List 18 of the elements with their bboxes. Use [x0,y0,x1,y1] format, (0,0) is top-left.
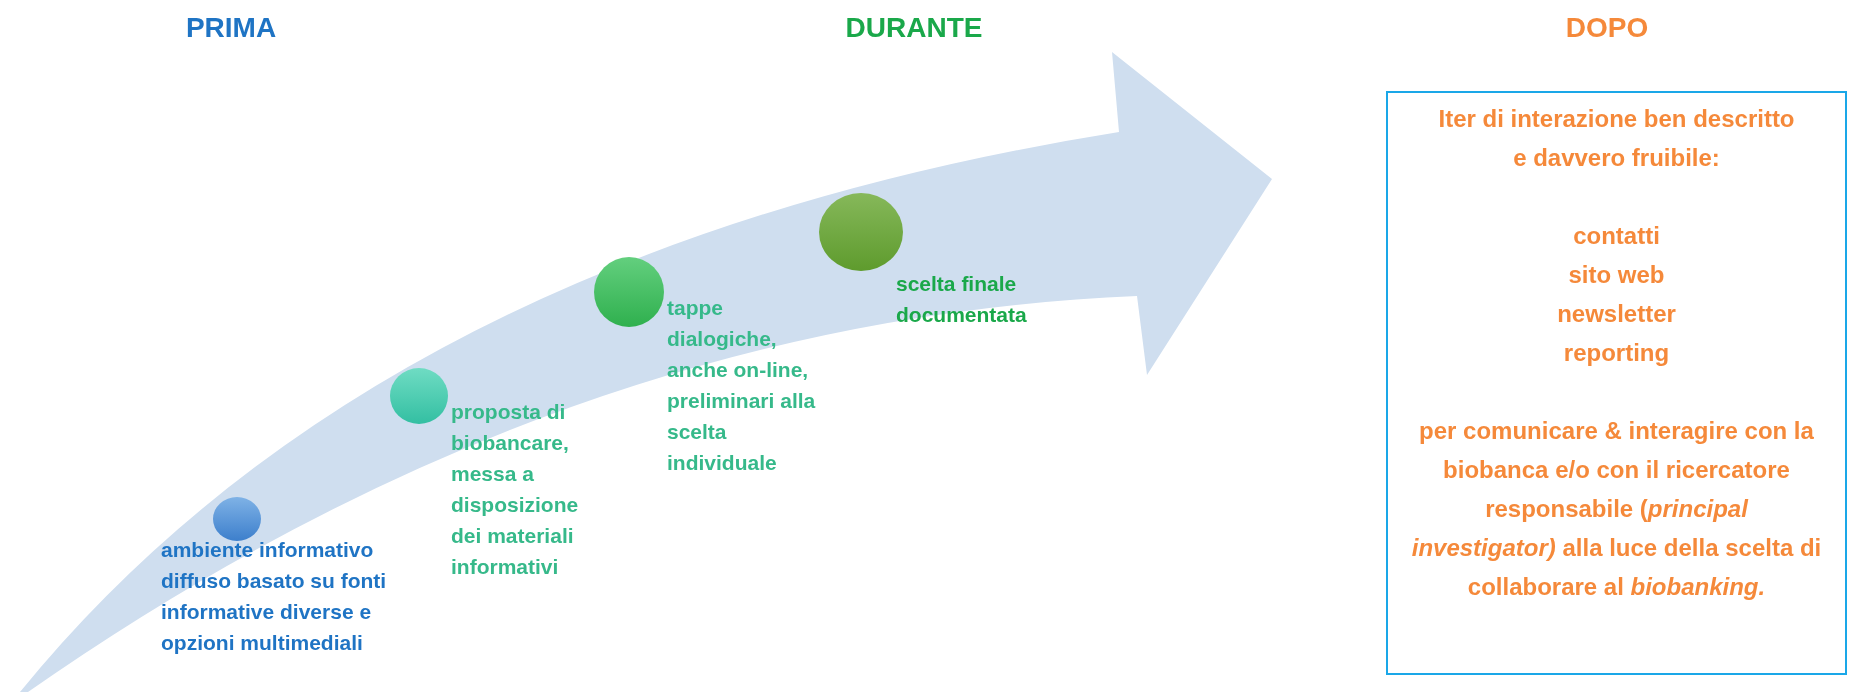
circle-marker [819,193,903,271]
info-panel [1386,91,1847,675]
step-description: ambiente informativo diffuso basato su fonti informative diverse e opzioni multimediali [161,537,388,656]
phase-heading: PRIMA [185,12,277,44]
step-description: scelta finale documentata [896,271,1028,328]
panel-text: reporting [1563,338,1670,368]
phase-heading: DURANTE [845,12,983,44]
phase-heading: DOPO [1565,12,1649,44]
panel-text: per comunicare & interagire con la biobanca e/o con il ricercatore responsabile (principal investigator) alla luce della scelta di collaborare al biobanking. [1411,416,1822,602]
panel-text: Iter di interazione ben descritto e davvero fruibile: [1437,104,1796,173]
circle-marker [390,368,448,424]
panel-text: sito web [1568,260,1665,290]
panel-text: newsletter [1557,299,1676,329]
circle-marker [594,257,664,327]
circle-marker [213,497,261,541]
step-description: proposta di biobancare, messa a disposizione dei materiali informativi [451,399,580,580]
step-description: tappe dialogiche, anche on-line, preliminari alla scelta individuale [667,295,817,476]
panel-text: contatti [1573,221,1660,251]
